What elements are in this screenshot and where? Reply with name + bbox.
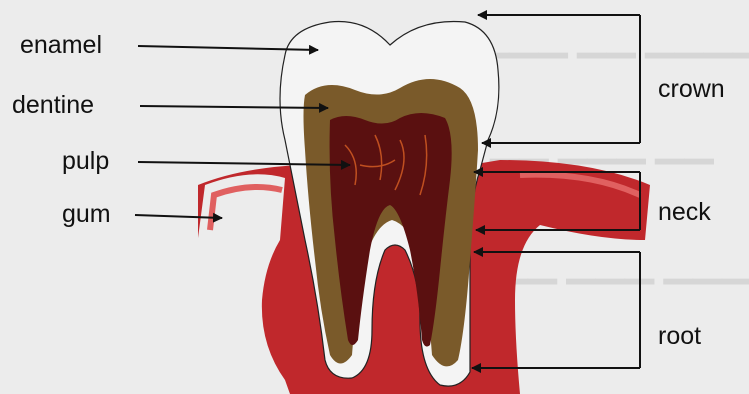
dentine-label: dentine [12,91,94,120]
root-label: root [658,322,701,351]
gum-label: gum [62,200,111,229]
neck-label: neck [658,198,711,227]
enamel-label: enamel [20,31,102,60]
crown-label: crown [658,75,725,104]
pulp-label: pulp [62,147,109,176]
